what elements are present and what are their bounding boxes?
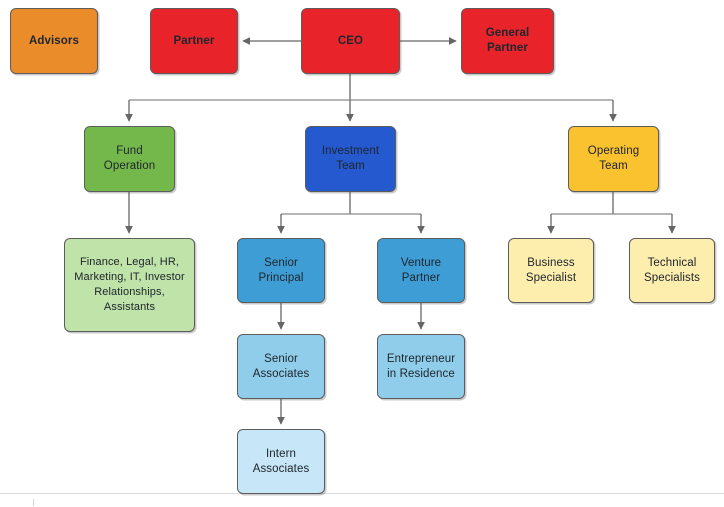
node-partner[interactable]: Partner	[150, 8, 238, 74]
node-entrepreneur-in-residence-label: Entrepreneur in Residence	[386, 352, 456, 380]
node-advisors-label: Advisors	[28, 34, 79, 47]
node-operating-team-label: Operating Team	[587, 145, 640, 172]
node-senior-principal-label: Senior Principal	[258, 256, 304, 284]
node-general-partner-label: General Partner	[485, 27, 530, 54]
node-investment-team-label: Investment Team	[321, 145, 380, 172]
node-fund-operation-functions[interactable]: Finance, Legal, HR, Marketing, IT, Inves…	[64, 238, 195, 332]
node-intern-associates-label: Intern Associates	[252, 447, 310, 475]
node-general-partner[interactable]: General Partner	[461, 8, 554, 74]
node-business-specialist-label: Business Specialist	[525, 256, 577, 284]
node-fund-operation[interactable]: Fund Operation	[84, 126, 175, 192]
node-entrepreneur-in-residence[interactable]: Entrepreneur in Residence	[377, 334, 465, 399]
node-advisors[interactable]: Advisors	[10, 8, 98, 74]
node-senior-associates[interactable]: Senior Associates	[237, 334, 325, 399]
node-technical-specialists[interactable]: Technical Specialists	[629, 238, 715, 303]
node-venture-partner-label: Venture Partner	[400, 256, 442, 284]
footer-tick-mark	[33, 499, 34, 506]
node-operating-team[interactable]: Operating Team	[568, 126, 659, 192]
node-fund-operation-label: Fund Operation	[103, 145, 156, 172]
node-technical-specialists-label: Technical Specialists	[643, 256, 701, 284]
node-investment-team[interactable]: Investment Team	[305, 126, 396, 192]
node-business-specialist[interactable]: Business Specialist	[508, 238, 594, 303]
node-partner-label: Partner	[173, 34, 215, 47]
node-senior-principal[interactable]: Senior Principal	[237, 238, 325, 303]
node-fund-operation-functions-label: Finance, Legal, HR, Marketing, IT, Inves…	[74, 256, 185, 313]
node-senior-associates-label: Senior Associates	[252, 352, 310, 380]
node-intern-associates[interactable]: Intern Associates	[237, 429, 325, 494]
footer-divider	[0, 493, 724, 494]
node-ceo[interactable]: CEO	[301, 8, 400, 74]
node-ceo-label: CEO	[337, 34, 364, 47]
node-venture-partner[interactable]: Venture Partner	[377, 238, 465, 303]
